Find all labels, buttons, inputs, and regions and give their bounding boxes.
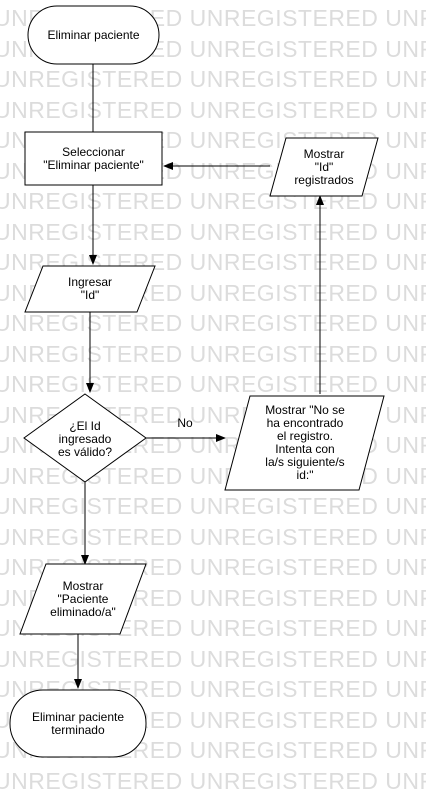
label-decision: ¿El Id ingresado es válido? [57, 418, 113, 459]
label-show-not-found: Mostrar "No se ha encontrado el registro… [265, 403, 345, 482]
terminator-end [9, 689, 147, 758]
label-show-deleted: Mostrar "Paciente eliminado/a" [50, 578, 116, 619]
watermark-text: UNREGISTERED UNREGISTERED UNREGISTERED [0, 645, 426, 672]
label-start: Eliminar paciente [47, 27, 140, 42]
label-end: Eliminar paciente terminado [31, 709, 125, 737]
watermark-text: UNREGISTERED UNREGISTERED UNREGISTERED [0, 96, 426, 123]
io-input-id [24, 265, 156, 313]
watermark-text: UNREGISTERED UNREGISTERED UNREGISTERED [0, 767, 426, 793]
io-show-not-found [224, 395, 385, 491]
io-show-deleted [19, 563, 147, 635]
io-show-ids [269, 137, 379, 197]
label-input-id: Ingresar "Id" [67, 275, 113, 302]
watermark-text: UNREGISTERED UNREGISTERED UNREGISTERED [0, 523, 426, 550]
label-select: Seleccionar "Eliminar paciente" [43, 144, 144, 172]
terminator-start [27, 5, 160, 65]
label-show-ids: Mostrar "Id" registrados [294, 146, 354, 187]
process-select [24, 131, 163, 186]
label-edge-no: No [177, 415, 193, 430]
decision-valid-id [23, 393, 147, 483]
watermark-text: UNREGISTERED UNREGISTERED UNREGISTERED [0, 66, 426, 92]
watermark-text: UNREGISTERED UNREGISTERED UNREGISTERED [0, 493, 426, 519]
